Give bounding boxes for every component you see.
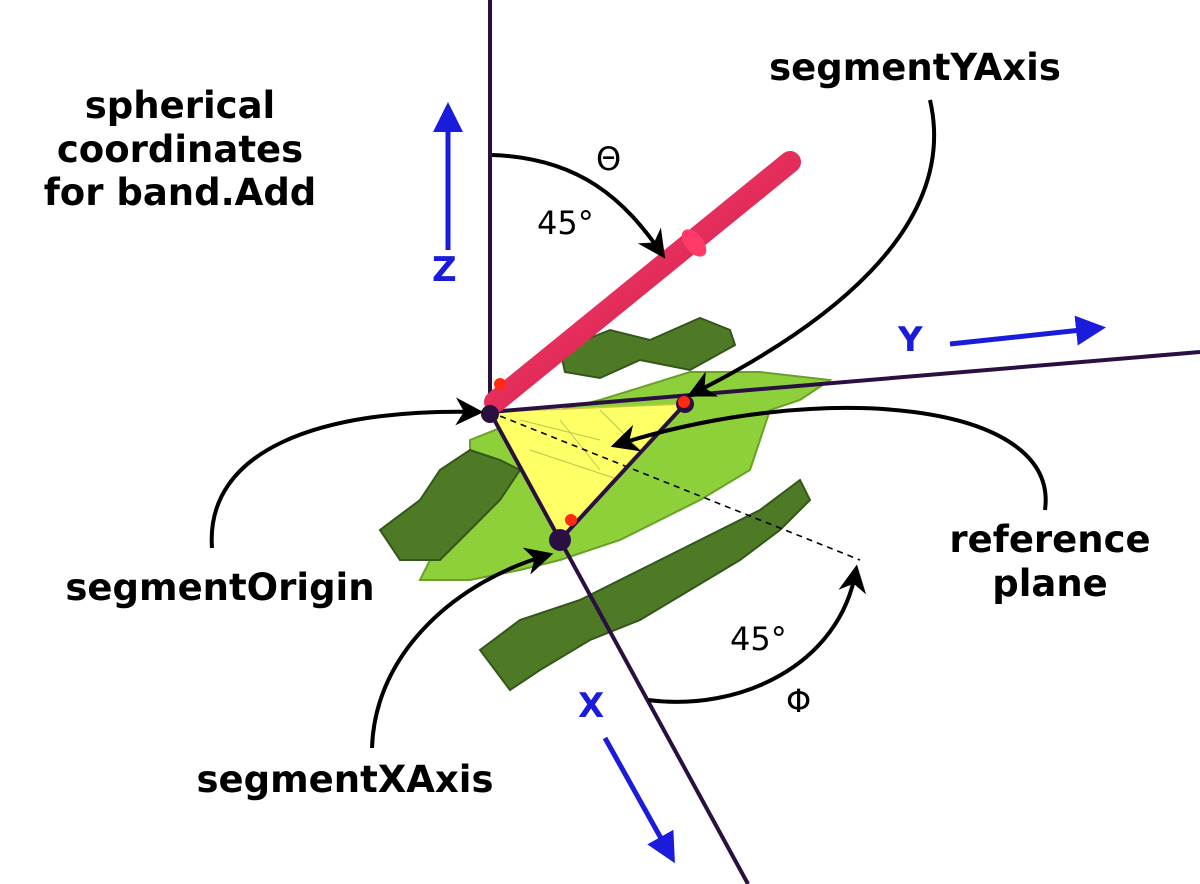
reference-plane-line-2: plane <box>992 561 1108 605</box>
reference-plane-callout <box>610 405 1048 511</box>
segment-y-axis-dot <box>678 396 690 408</box>
phi-angle-arc <box>647 564 867 704</box>
y-axis-line <box>489 350 1200 414</box>
band-front <box>478 478 812 692</box>
x-direction-arrow <box>602 736 675 864</box>
segment-origin-label: segmentOrigin <box>65 566 375 609</box>
theta-symbol: Θ <box>596 140 622 178</box>
segment-x-axis-dot <box>565 514 577 526</box>
diagram-title: spherical coordinates for band.Add <box>30 84 330 215</box>
segment-x-axis-label: segmentXAxis <box>196 758 494 801</box>
segment-origin-marker <box>481 405 499 423</box>
segment-y-axis-callout <box>686 99 937 397</box>
x-axis-label: X <box>578 686 605 726</box>
theta-angle-arc <box>491 153 666 259</box>
y-axis-label: Y <box>898 320 923 360</box>
direction-rod <box>484 151 801 413</box>
band-back <box>558 316 737 380</box>
z-axis-label: Z <box>432 250 457 290</box>
segment-x-axis-marker <box>549 529 571 551</box>
title-line-3: for band.Add <box>43 171 317 215</box>
plane-texture <box>519 409 641 481</box>
segment-origin-callout <box>209 397 484 549</box>
title-line-2: coordinates <box>56 127 304 171</box>
segment-x-axis-callout <box>370 547 554 749</box>
triangle-edge-yx <box>558 402 687 542</box>
title-line-1: spherical <box>84 84 276 127</box>
y-direction-arrow <box>949 315 1106 347</box>
projection-dashed-line <box>489 411 861 561</box>
x-axis-line <box>488 411 750 884</box>
segment-origin-dot <box>494 378 506 390</box>
reference-plane-line-1: reference <box>949 518 1151 561</box>
phi-symbol: Φ <box>786 682 812 720</box>
phi-value: 45° <box>730 620 787 658</box>
reference-plane-label: reference plane <box>940 518 1160 605</box>
segment-y-axis-label: segmentYAxis <box>769 46 1061 89</box>
rod-ring <box>681 229 707 257</box>
theta-value: 45° <box>537 204 594 242</box>
